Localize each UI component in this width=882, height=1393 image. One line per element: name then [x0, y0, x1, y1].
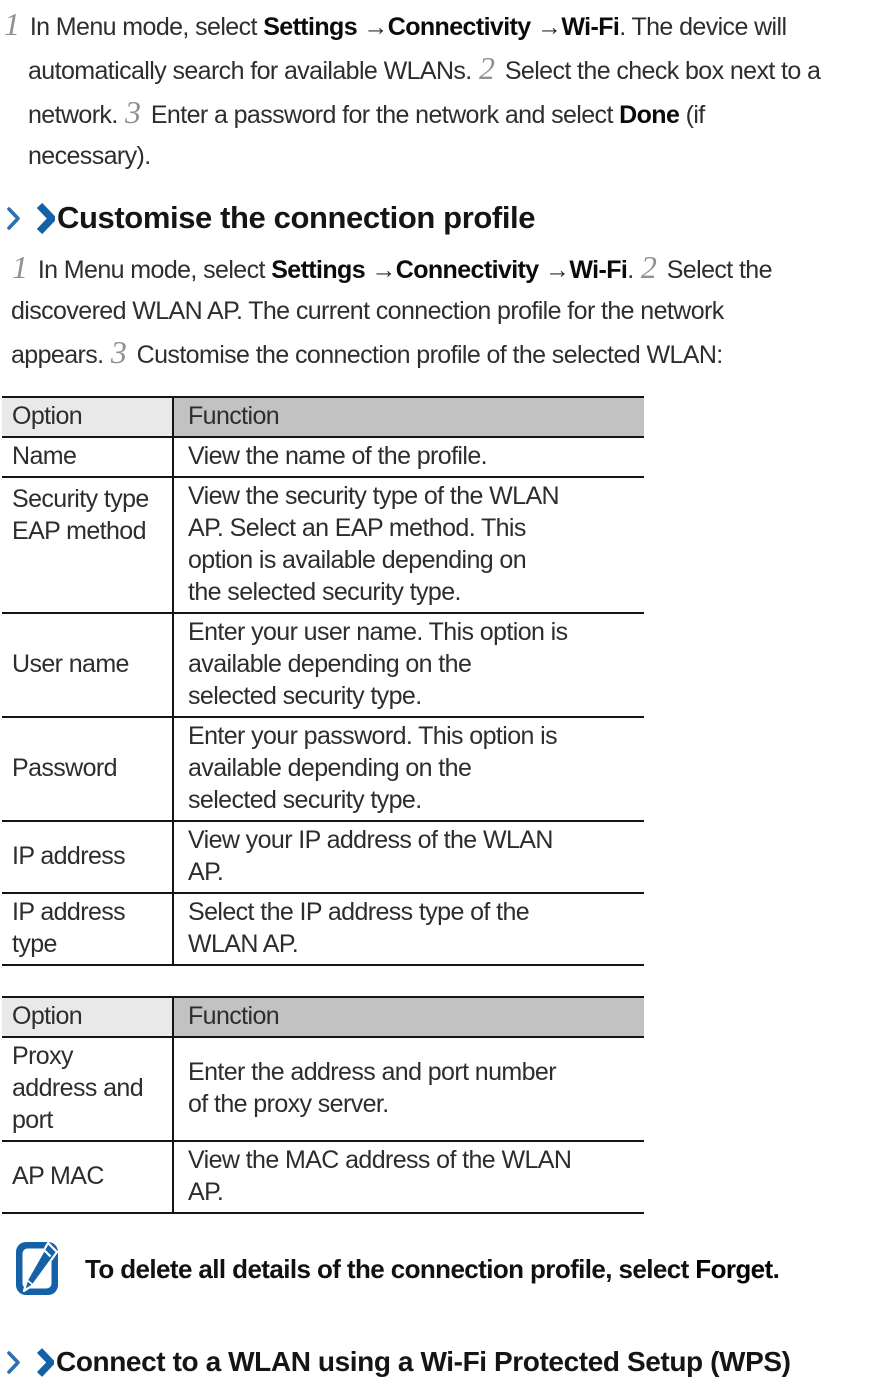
table-header-option: Option	[2, 397, 174, 437]
table-row-ip-address: IP address View your IP address of the W…	[2, 821, 644, 893]
function-cell: Enter your user name. This option is ava…	[188, 618, 568, 710]
table-header-row: Option Function	[2, 997, 644, 1037]
steps-paragraph-customise-profile: 1 In Menu mode, select Settings →Connect…	[11, 249, 773, 370]
steps-paragraph-wifi-connect: 1 In Menu mode, select Settings →Connect…	[4, 6, 821, 170]
table-header-function: Function	[173, 997, 644, 1037]
option-cell: Proxy address and port	[2, 1037, 174, 1141]
table-row-user-name: User name Enter your user name. This opt…	[2, 613, 644, 717]
option-cell: Name	[2, 437, 174, 477]
function-cell: Enter your password. This option is avai…	[188, 722, 558, 814]
proxy-options-table: Option Function Proxy address and port E…	[2, 996, 644, 1214]
connection-profile-options-table: Option Function Name View the name of th…	[2, 396, 644, 966]
note-pencil-icon	[14, 1240, 61, 1297]
table-row-proxy: Proxy address and port Enter the address…	[2, 1037, 644, 1141]
option-cell: Security type EAP method	[2, 477, 174, 613]
chevron-right-bold-icon	[37, 1347, 54, 1377]
option-cell: User name	[2, 613, 174, 717]
table-header-row: Option Function	[2, 397, 644, 437]
option-cell: Password	[2, 717, 174, 821]
section-title-wps: Connect to a WLAN using a Wi-Fi Protecte…	[56, 1346, 791, 1377]
function-cell: View the security type of the WLAN AP. S…	[188, 482, 560, 606]
chevron-right-icon	[5, 1349, 22, 1376]
chevron-right-bold-icon	[37, 202, 55, 234]
section-heading-wps: Connect to a WLAN using a Wi-Fi Protecte…	[5, 1342, 882, 1382]
table-row-ap-mac: AP MAC View the MAC address of the WLAN …	[2, 1141, 644, 1213]
table-row-security-type: Security type EAP method View the securi…	[2, 477, 644, 613]
section-heading-customise-profile: Customise the connection profile	[5, 198, 882, 238]
table-row-ip-address-type: IP address type Select the IP address ty…	[2, 893, 644, 965]
function-cell: Enter the address and port number of the…	[188, 1058, 557, 1118]
function-cell: View the MAC address of the WLAN AP.	[188, 1146, 572, 1206]
option-cell: AP MAC	[2, 1141, 174, 1213]
table-row-name: Name View the name of the profile.	[2, 437, 644, 477]
chevron-right-icon	[5, 205, 22, 232]
note-text: To delete all details of the connection …	[85, 1253, 780, 1284]
table-header-option: Option	[2, 997, 174, 1037]
option-cell: IP address type	[2, 893, 174, 965]
table-row-password: Password Enter your password. This optio…	[2, 717, 644, 821]
table-header-function: Function	[173, 397, 644, 437]
option-cell: IP address	[2, 821, 174, 893]
note-callout: To delete all details of the connection …	[14, 1240, 882, 1297]
section-title-customise: Customise the connection profile	[57, 200, 536, 235]
function-cell: View the name of the profile.	[188, 442, 488, 470]
function-cell: Select the IP address type of the WLAN A…	[188, 898, 530, 958]
function-cell: View your IP address of the WLAN AP.	[188, 826, 553, 886]
